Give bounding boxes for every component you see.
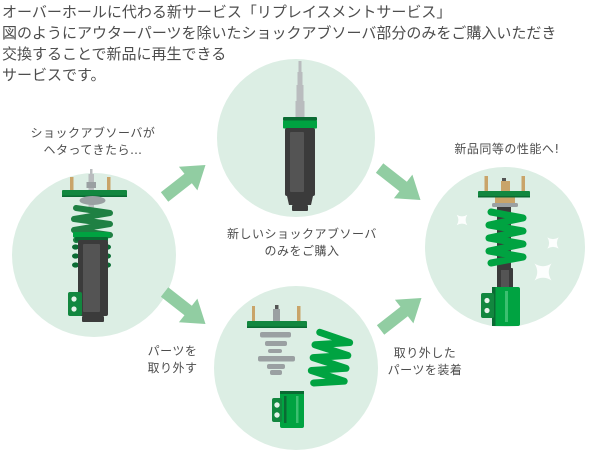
damper-body [285,128,315,211]
label-result: 新品同等の性能へ! [454,142,560,156]
upper-mount-plate [62,190,127,205]
intro-line-4: サービスです。 [2,66,106,84]
worn-coilover-illustration [62,169,127,322]
upper-mount-plate [478,191,530,207]
new-damper-illustration [283,61,317,211]
label-attach-parts: 取り外した パーツを装着 [387,346,463,377]
lower-bracket [68,292,82,316]
new-spring [485,208,527,267]
label-buy-new: 新しいショックアブソーバ のみをご購入 [227,227,377,258]
intro-line-3: 交換することで新品に再生できる [2,45,227,63]
adjuster-collar [283,117,317,129]
lower-damper-section [497,268,513,290]
flow-arrow-new-to-result-icon [375,163,421,201]
label-worn: ショックアブソーバが ヘタってきたら… [30,126,156,157]
flow-arrow-worn-to-new-icon [160,164,206,202]
label-remove-parts: パーツを 取り外す [147,344,198,375]
lower-bracket [481,293,494,318]
top-mount-plate-part [247,305,307,328]
intro-text: オーバーホールに代わる新サービス「リプレイスメントサービス」 図のようにアウター… [2,2,556,86]
stepped-piston-rod [295,61,305,119]
top-mount-studs [70,177,111,191]
top-mount-studs [484,176,525,191]
damper-body [72,240,111,322]
washer-spacer-stack [258,332,295,375]
flow-arrow-parts-to-result-icon [376,297,422,335]
rebuilt-coilover-illustration [478,176,530,326]
coil-spring-part [307,328,354,387]
flow-arrow-worn-to-parts-icon [160,287,206,325]
lower-bracket-part [272,391,304,428]
disassembled-parts-illustration [247,305,354,428]
intro-line-2: 図のようにアウターパーツを除いたショックアブソーバ部分のみをご購入いただき [2,24,557,42]
sparkle-glints-icon [456,214,559,281]
intro-line-1: オーバーホールに代わる新サービス「リプレイスメントサービス」 [2,3,452,21]
